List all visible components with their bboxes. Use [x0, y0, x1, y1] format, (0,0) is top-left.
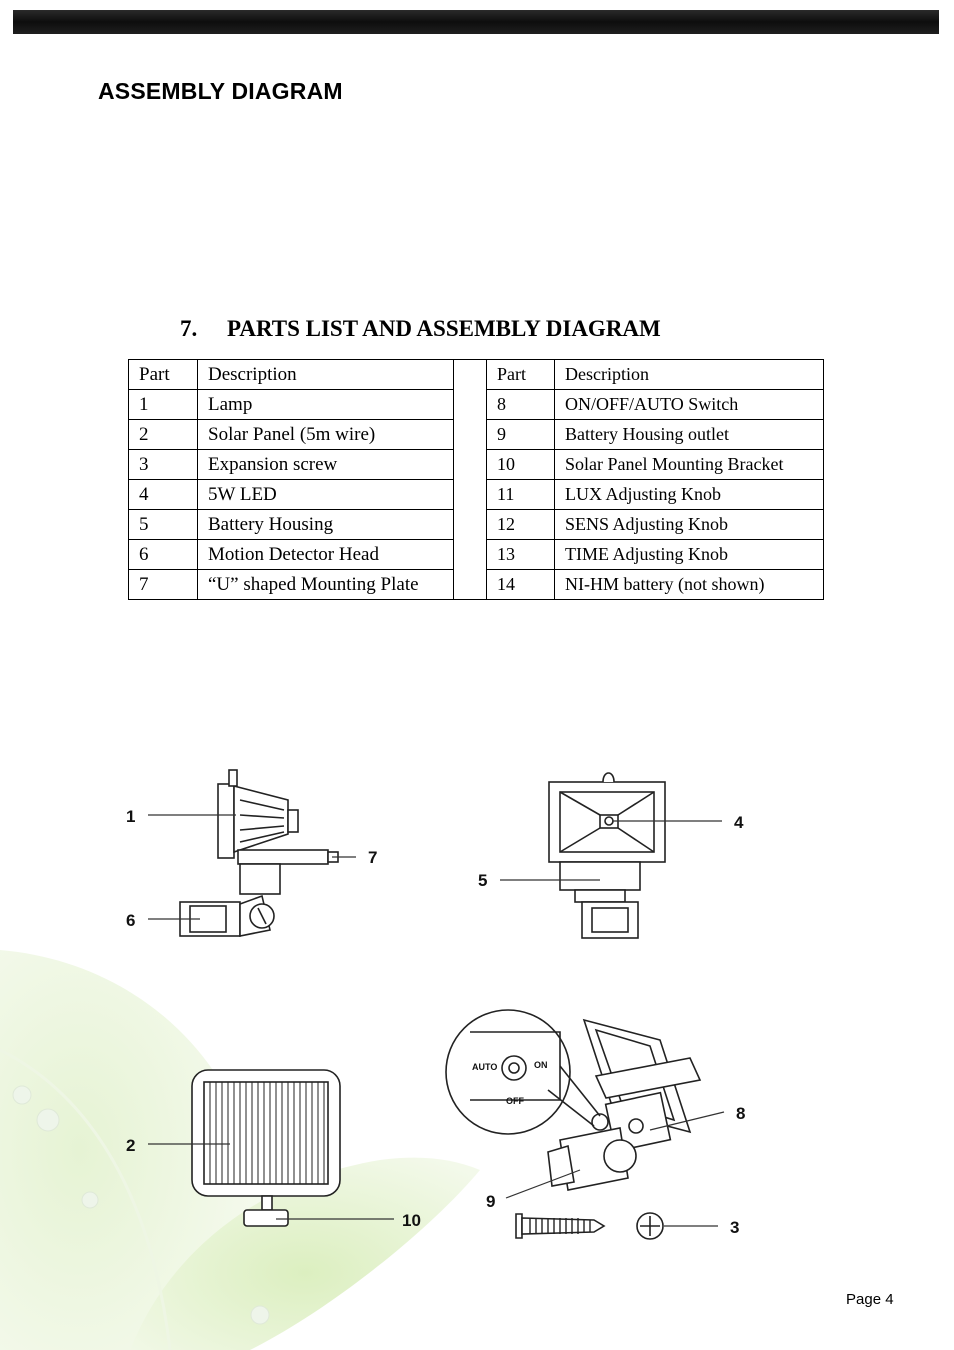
- header-description-right: Description: [554, 359, 824, 390]
- part-description: ON/OFF/AUTO Switch: [554, 389, 824, 420]
- part-number: 8: [486, 389, 555, 420]
- assembly-diagram: 1 7 6 4 5 2 10 3 8 9 AUTO ON OFF: [126, 769, 745, 1240]
- part-description: NI-HM battery (not shown): [554, 569, 824, 600]
- table-row: 2 Solar Panel (5m wire) 9 Battery Housin…: [128, 419, 824, 450]
- part-description: Motion Detector Head: [197, 539, 454, 570]
- callout-9: 9: [486, 1192, 495, 1211]
- part-number: 10: [486, 449, 555, 480]
- page-number: Page 4: [846, 1291, 894, 1308]
- part-number: 2: [128, 419, 198, 450]
- header-part-right: Part: [486, 359, 555, 390]
- part-number: 9: [486, 419, 555, 450]
- part-number: 11: [486, 479, 555, 510]
- part-description: “U” shaped Mounting Plate: [197, 569, 454, 600]
- section-title-text: PARTS LIST AND ASSEMBLY DIAGRAM: [227, 316, 661, 341]
- part-number: 1: [128, 389, 198, 420]
- switch-label-on: ON: [534, 1060, 548, 1070]
- part-description: Battery Housing: [197, 509, 454, 540]
- table-row: 6 Motion Detector Head 13 TIME Adjusting…: [128, 539, 824, 570]
- callout-4: 4: [734, 813, 744, 832]
- part-description: Solar Panel (5m wire): [197, 419, 454, 450]
- part-number: 6: [128, 539, 198, 570]
- lamp-front-view: [548, 772, 666, 939]
- header-description-left: Description: [197, 359, 454, 390]
- part-description: SENS Adjusting Knob: [554, 509, 824, 540]
- table-row: 7 “U” shaped Mounting Plate 14 NI-HM bat…: [128, 569, 824, 600]
- part-number: 7: [128, 569, 198, 600]
- callout-10: 10: [402, 1211, 421, 1230]
- section-title: 7. PARTS LIST AND ASSEMBLY DIAGRAM: [180, 316, 661, 342]
- part-description: Battery Housing outlet: [554, 419, 824, 450]
- part-description: LUX Adjusting Knob: [554, 479, 824, 510]
- section-number: 7.: [180, 316, 198, 341]
- table-row: 5 Battery Housing 12 SENS Adjusting Knob: [128, 509, 824, 540]
- lamp-side-view: [179, 769, 339, 937]
- table-row: 4 5W LED 11 LUX Adjusting Knob: [128, 479, 824, 510]
- table-row: 3 Expansion screw 10 Solar Panel Mountin…: [128, 449, 824, 480]
- switch-label-off: OFF: [506, 1096, 524, 1106]
- callout-7: 7: [368, 848, 377, 867]
- callout-8: 8: [736, 1104, 745, 1123]
- solar-panel-drawing: [191, 1069, 341, 1227]
- part-number: 14: [486, 569, 555, 600]
- lamp-angled-view: [547, 1018, 702, 1191]
- leaf-background-decoration: [0, 950, 480, 1350]
- part-description: Solar Panel Mounting Bracket: [554, 449, 824, 480]
- callout-5: 5: [478, 871, 487, 890]
- screw-head-drawing: [636, 1212, 664, 1240]
- header-bar: [13, 10, 939, 34]
- switch-label-auto: AUTO: [472, 1062, 497, 1072]
- table-header-row: Part Description Part Description: [128, 359, 824, 390]
- part-number: 3: [128, 449, 198, 480]
- part-number: 4: [128, 479, 198, 510]
- page-heading: ASSEMBLY DIAGRAM: [98, 78, 343, 104]
- callout-3: 3: [730, 1218, 739, 1237]
- part-description: TIME Adjusting Knob: [554, 539, 824, 570]
- part-description: Lamp: [197, 389, 454, 420]
- callout-1: 1: [126, 807, 135, 826]
- switch-detail-inset: [445, 1009, 571, 1135]
- expansion-screw-drawing: [515, 1213, 606, 1239]
- callout-2: 2: [126, 1136, 135, 1155]
- part-number: 13: [486, 539, 555, 570]
- part-number: 12: [486, 509, 555, 540]
- table-row: 1 Lamp 8 ON/OFF/AUTO Switch: [128, 389, 824, 420]
- parts-table: Part Description Part Description 1 Lamp…: [128, 359, 824, 600]
- part-number: 5: [128, 509, 198, 540]
- header-part-left: Part: [128, 359, 198, 390]
- part-description: 5W LED: [197, 479, 454, 510]
- part-description: Expansion screw: [197, 449, 454, 480]
- callout-6: 6: [126, 911, 135, 930]
